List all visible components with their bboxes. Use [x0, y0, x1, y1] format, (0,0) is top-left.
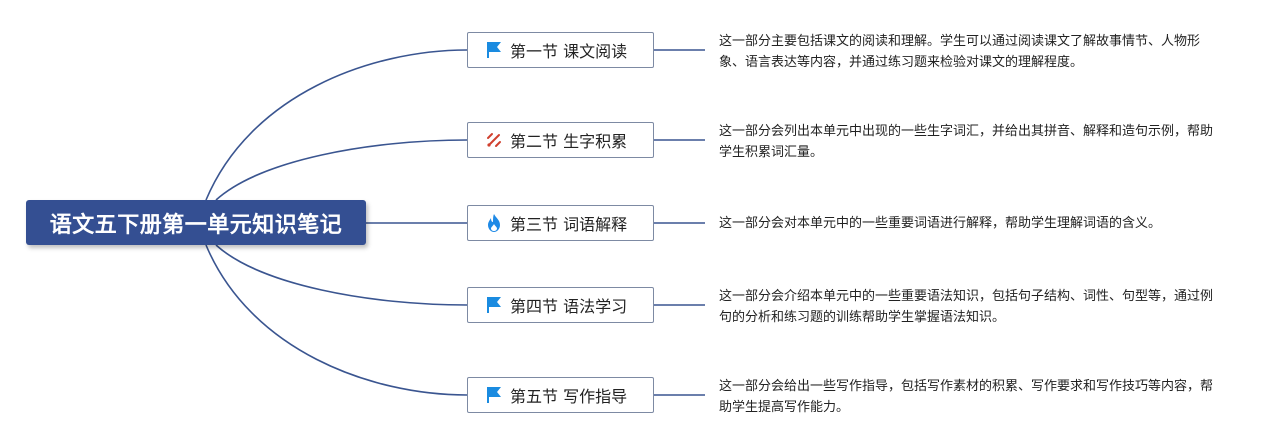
section-node-2[interactable]: 第二节 生字积累 — [467, 122, 654, 158]
section-description-2: 这一部分会列出本单元中出现的一些生字词汇，并给出其拼音、解释和造句示例，帮助学生… — [719, 124, 1214, 160]
section-node-4[interactable]: 第四节 语法学习 — [467, 287, 654, 323]
section-label: 第三节 词语解释 — [510, 215, 628, 234]
section-label: 第一节 课文阅读 — [510, 42, 628, 61]
section-node-1[interactable]: 第一节 课文阅读 — [467, 32, 654, 68]
flag-icon — [484, 385, 504, 405]
tools-icon — [484, 130, 504, 150]
root-topic[interactable]: 语文五下册第一单元知识笔记 — [26, 200, 366, 245]
section-node-3[interactable]: 第三节 词语解释 — [467, 205, 654, 241]
branch-connector-1 — [205, 49, 468, 201]
section-label: 第五节 写作指导 — [510, 387, 628, 406]
flag-icon — [484, 40, 504, 60]
root-title: 语文五下册第一单元知识笔记 — [49, 212, 343, 238]
branch-connector-2 — [215, 139, 468, 201]
section-description-4: 这一部分会介绍本单元中的一些重要语法知识，包括句子结构、词性、句型等，通过例句的… — [719, 289, 1214, 325]
flame-icon — [484, 213, 504, 233]
section-description-1: 这一部分主要包括课文的阅读和理解。学生可以通过阅读课文了解故事情节、人物形象、语… — [719, 34, 1201, 70]
section-description-3: 这一部分会对本单元中的一些重要词语进行解释，帮助学生理解词语的含义。 — [719, 216, 1162, 231]
flag-icon — [484, 295, 504, 315]
section-label: 第二节 生字积累 — [510, 132, 628, 151]
section-node-5[interactable]: 第五节 写作指导 — [467, 377, 654, 413]
branch-connector-4 — [215, 244, 468, 306]
branch-connector-5 — [205, 244, 468, 396]
section-description-5: 这一部分会给出一些写作指导，包括写作素材的积累、写作要求和写作技巧等内容，帮助学… — [719, 379, 1214, 415]
section-label: 第四节 语法学习 — [510, 297, 628, 316]
